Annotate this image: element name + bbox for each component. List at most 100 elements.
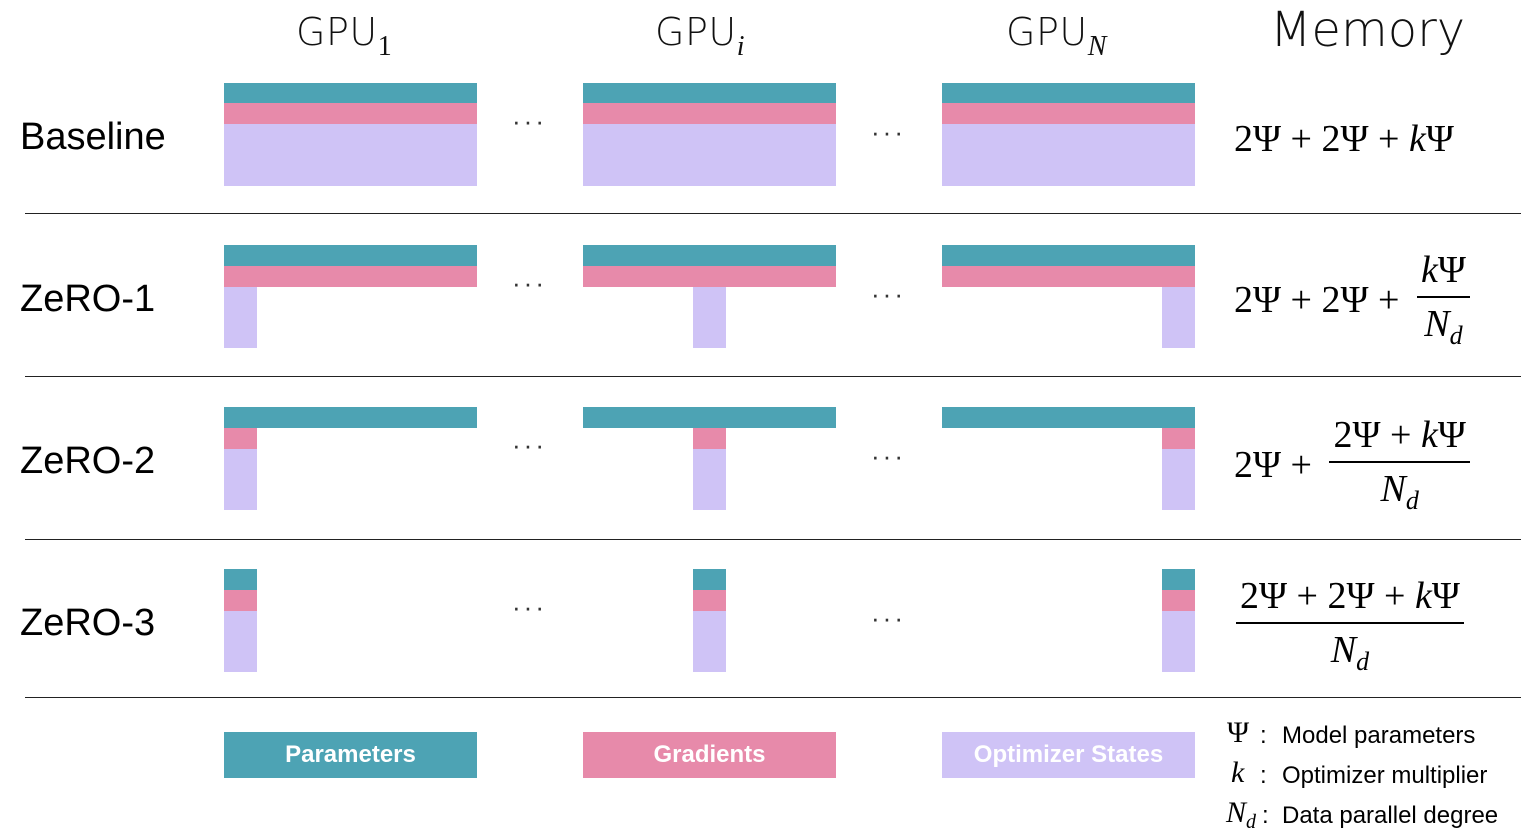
row-label-zero-1: ZeRO-1 — [20, 278, 156, 320]
baseline-gpu-1-optimizer-states — [224, 124, 477, 186]
zero3-gpu-i-optimizer-states — [693, 611, 726, 672]
gpu-n-label: GPU — [1006, 10, 1088, 54]
definition-k-sep: : — [1260, 762, 1267, 789]
zero2-gpu-i-optimizer-states — [693, 449, 726, 510]
formula-term: 2Ψ + — [1234, 443, 1322, 486]
definition-nd-subscript: d — [1246, 811, 1257, 833]
formula-fraction: 2Ψ + kΨ Nd — [1329, 413, 1470, 516]
zero1-gpu-n-optimizer-states — [1162, 287, 1195, 348]
formula-n: N — [1424, 303, 1450, 345]
gpu-1-subscript: 1 — [377, 31, 393, 62]
row-separator — [25, 697, 1521, 698]
row-label-zero-3: ZeRO-3 — [20, 602, 156, 644]
zero2-gpu-1-parameters — [224, 407, 477, 428]
row-separator — [25, 539, 1521, 540]
column-header-memory: Memory — [1270, 2, 1466, 58]
baseline-gpu-i-optimizer-states — [583, 124, 836, 186]
ellipsis: ··· — [512, 268, 547, 298]
formula-zero-1: 2Ψ + 2Ψ + kΨ Nd — [1234, 248, 1470, 351]
zero1-gpu-n-parameters — [942, 245, 1195, 266]
legend-optimizer-states: Optimizer States — [942, 732, 1195, 778]
zero2-gpu-n-parameters — [942, 407, 1195, 428]
zero1-gpu-1-optimizer-states — [224, 287, 257, 348]
formula-subscript-d: d — [1449, 321, 1463, 350]
gpu-i-subscript: i — [736, 31, 745, 62]
zero3-gpu-i-parameters — [693, 569, 726, 590]
row-label-baseline: Baseline — [20, 116, 166, 158]
zero1-gpu-1-gradients — [224, 266, 477, 287]
zero2-gpu-n-gradients — [1162, 428, 1195, 449]
formula-n: N — [1330, 629, 1357, 671]
formula-subscript-d: d — [1405, 486, 1419, 515]
baseline-gpu-i-parameters — [583, 83, 836, 103]
definition-nd-symbol: Nd — [1226, 796, 1256, 834]
definition-nd-sep: : — [1262, 802, 1269, 829]
formula-fraction: 2Ψ + 2Ψ + kΨ Nd — [1236, 574, 1464, 677]
formula-zero-3: 2Ψ + 2Ψ + kΨ Nd — [1236, 574, 1464, 677]
formula-zero-2: 2Ψ + 2Ψ + kΨ Nd — [1234, 413, 1470, 516]
legend-gradients: Gradients — [583, 732, 836, 778]
definition-psi-text: Model parameters — [1282, 722, 1476, 749]
row-separator — [25, 376, 1521, 377]
formula-subscript-d: d — [1356, 647, 1370, 676]
zero2-gpu-i-gradients — [693, 428, 726, 449]
zero1-gpu-1-parameters — [224, 245, 477, 266]
baseline-gpu-1-gradients — [224, 103, 477, 124]
definition-k-symbol: k — [1231, 756, 1245, 789]
zero2-gpu-n-optimizer-states — [1162, 449, 1195, 510]
formula-k: k — [1420, 414, 1438, 456]
formula-psi: Ψ — [1437, 249, 1466, 291]
zero1-gpu-n-gradients — [942, 266, 1195, 287]
formula-psi: Ψ — [1431, 575, 1460, 617]
fraction-numerator: kΨ — [1416, 248, 1470, 298]
ellipsis: ··· — [871, 603, 906, 633]
ellipsis: ··· — [871, 279, 906, 309]
ellipsis: ··· — [512, 592, 547, 622]
fraction-denominator: Nd — [1380, 463, 1418, 516]
zero3-gpu-n-optimizer-states — [1162, 611, 1195, 672]
baseline-gpu-n-parameters — [942, 83, 1195, 103]
definition-k-text: Optimizer multiplier — [1282, 762, 1488, 789]
formula-k: k — [1408, 118, 1426, 160]
formula-term: 2Ψ + 2Ψ + — [1240, 575, 1415, 617]
baseline-gpu-i-gradients — [583, 103, 836, 124]
definition-nd-text: Data parallel degree — [1282, 802, 1499, 829]
fraction-numerator: 2Ψ + 2Ψ + kΨ — [1236, 574, 1464, 624]
zero2-gpu-i-parameters — [583, 407, 836, 428]
row-separator — [25, 213, 1521, 214]
zero3-gpu-1-gradients — [224, 590, 257, 611]
baseline-gpu-n-optimizer-states — [942, 124, 1195, 186]
zero3-gpu-n-parameters — [1162, 569, 1195, 590]
fraction-denominator: Nd — [1424, 298, 1462, 351]
fraction-numerator: 2Ψ + kΨ — [1329, 413, 1470, 463]
zero1-gpu-i-optimizer-states — [693, 287, 726, 348]
ellipsis: ··· — [512, 106, 547, 136]
column-header-gpu-i: GPUi — [655, 10, 745, 63]
row-label-zero-2: ZeRO-2 — [20, 440, 156, 482]
zero3-gpu-n-gradients — [1162, 590, 1195, 611]
gpu-i-label: GPU — [655, 10, 737, 54]
definition-psi-symbol: Ψ — [1227, 716, 1250, 749]
definition-psi-sep: : — [1260, 722, 1267, 749]
ellipsis: ··· — [871, 441, 906, 471]
zero3-gpu-1-optimizer-states — [224, 611, 257, 672]
gpu-n-subscript: N — [1087, 31, 1107, 62]
column-header-gpu-1: GPU1 — [296, 10, 392, 63]
zero1-gpu-i-gradients — [583, 266, 836, 287]
baseline-gpu-n-gradients — [942, 103, 1195, 124]
ellipsis: ··· — [871, 117, 906, 147]
gpu-1-label: GPU — [296, 10, 378, 54]
formula-k: k — [1420, 249, 1438, 291]
formula-psi: Ψ — [1437, 414, 1466, 456]
legend-parameters: Parameters — [224, 732, 477, 778]
formula-psi: Ψ — [1425, 118, 1454, 160]
fraction-denominator: Nd — [1331, 624, 1369, 677]
column-header-gpu-n: GPUN — [1006, 10, 1107, 63]
zero1-gpu-i-parameters — [583, 245, 836, 266]
zero3-gpu-1-parameters — [224, 569, 257, 590]
zero2-gpu-1-optimizer-states — [224, 449, 257, 510]
formula-fraction: kΨ Nd — [1416, 248, 1470, 351]
ellipsis: ··· — [512, 430, 547, 460]
formula-n: N — [1380, 468, 1406, 510]
